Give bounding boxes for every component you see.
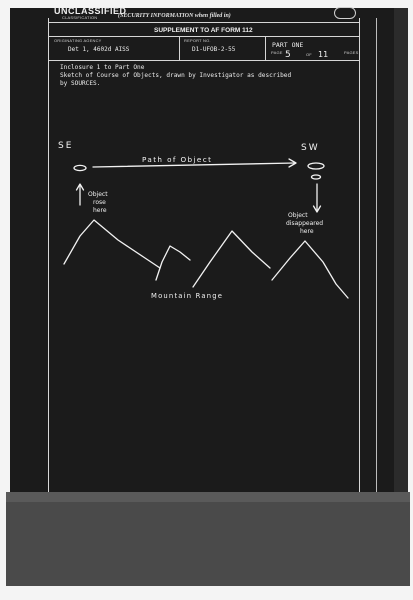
object-se-ellipse bbox=[73, 164, 87, 172]
classification-caption: CLASSIFICATION bbox=[62, 15, 98, 20]
disappeared-note-line-3: here bbox=[300, 228, 314, 235]
security-note: (SECURITY INFORMATION when filled in) bbox=[118, 13, 231, 19]
disappeared-note-line-1: Object bbox=[288, 212, 308, 219]
rose-note-line-2: rose bbox=[93, 199, 106, 206]
form-rule-title bbox=[48, 36, 360, 37]
object-sw-ellipse bbox=[307, 162, 325, 170]
object-rose-note: Object rose here bbox=[88, 191, 108, 215]
direction-se-label: SE bbox=[58, 141, 74, 151]
inclosure-caption: Inclosure 1 to Part One Sketch of Course… bbox=[60, 64, 350, 89]
caption-line-3: by SOURCES. bbox=[60, 80, 101, 88]
classification-marking: UNCLASSIFIED bbox=[54, 6, 127, 16]
mountain-peak-4 bbox=[271, 240, 349, 299]
scan-bottom-band bbox=[6, 492, 410, 586]
total-pages: 11 bbox=[318, 50, 329, 59]
page-label: PAGE bbox=[271, 50, 283, 55]
form-rule-top bbox=[48, 22, 360, 23]
disappear-arrow-head bbox=[312, 205, 322, 213]
caption-line-1: Inclosure 1 to Part One bbox=[60, 64, 145, 71]
scan-bottom-band-edge bbox=[6, 492, 410, 502]
originating-agency-label: ORIGINATING AGENCY bbox=[54, 38, 102, 43]
mountain-range-label: Mountain Range bbox=[151, 292, 224, 300]
form-rule-fields bbox=[48, 60, 360, 61]
outer-margin-line bbox=[376, 18, 377, 492]
rose-arrow-head bbox=[75, 183, 85, 191]
object-disappeared-note: Object disappeared here bbox=[286, 212, 323, 236]
of-label: OF bbox=[306, 52, 312, 57]
object-sw-small-ellipse bbox=[310, 174, 322, 180]
part-label: PART ONE bbox=[272, 41, 304, 49]
page-number: 5 bbox=[285, 50, 291, 60]
path-of-object-label: Path of Object bbox=[142, 155, 213, 164]
field-divider-2 bbox=[265, 36, 266, 60]
form-title: SUPPLEMENT TO AF FORM 112 bbox=[154, 27, 253, 34]
field-divider-1 bbox=[179, 36, 180, 60]
report-no-value: D1-UFOB-2-55 bbox=[192, 46, 236, 53]
direction-sw-label: SW bbox=[301, 143, 320, 153]
mountain-peak-1 bbox=[63, 219, 161, 269]
report-no-label: REPORT NO. bbox=[184, 38, 211, 43]
rose-note-line-3: here bbox=[93, 207, 107, 214]
caption-line-2: Sketch of Course of Objects, drawn by In… bbox=[60, 72, 292, 80]
originating-agency-value: Det 1, 4602d AISS bbox=[68, 46, 130, 53]
page-corner-mark bbox=[334, 7, 356, 19]
disappeared-note-line-2: disappeared bbox=[286, 220, 324, 227]
path-arrow-line bbox=[92, 162, 296, 168]
mountain-peak-3 bbox=[192, 230, 271, 288]
rose-note-line-1: Object bbox=[88, 191, 108, 198]
path-arrow-head bbox=[288, 158, 297, 168]
pages-label: PAGES bbox=[344, 50, 359, 55]
document-sheet bbox=[10, 8, 395, 492]
sheet-edge bbox=[394, 8, 408, 492]
mountain-peak-2 bbox=[155, 245, 191, 281]
form-frame bbox=[48, 18, 360, 492]
